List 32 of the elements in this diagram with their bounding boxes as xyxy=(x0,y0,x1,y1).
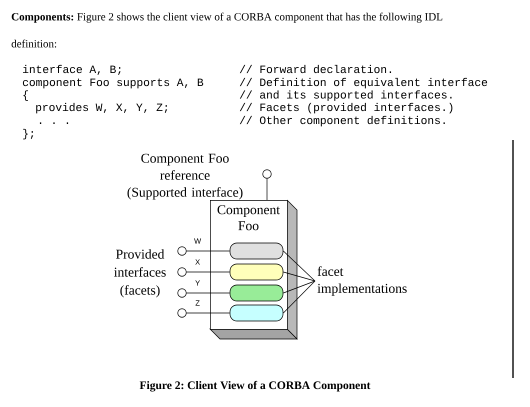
connector-line xyxy=(186,312,230,314)
code-comment: // Facets (provided interfaces.) xyxy=(240,102,452,114)
code-comment: // Other component definitions. xyxy=(240,116,445,126)
connector-line xyxy=(186,292,230,294)
figure-caption: Figure 2: Client View of a CORBA Component xyxy=(140,380,370,392)
leader-line xyxy=(283,250,316,282)
port-circle xyxy=(177,246,187,256)
code-line: provides W, X, Y, Z; xyxy=(36,102,168,114)
facet-pill xyxy=(230,242,284,260)
code-line: }; xyxy=(23,128,34,140)
port-circle xyxy=(177,267,187,277)
leader-line xyxy=(283,272,316,282)
connector-line xyxy=(266,178,268,200)
code-comment: // Forward declaration. xyxy=(240,64,392,74)
callout-label: facet implementations xyxy=(317,266,407,296)
callout-label: Component Foo reference (Supported interface) xyxy=(128,154,243,200)
port-circle xyxy=(177,308,187,318)
facet-pill xyxy=(230,284,284,302)
leader-line xyxy=(283,280,316,294)
code-comment: // and its supported interfaces. xyxy=(240,90,452,101)
code-comment: // Definition of equivalent interface xyxy=(240,78,488,88)
port-circle xyxy=(177,288,187,298)
code-line: interface A, B; xyxy=(22,64,121,75)
facet-pill xyxy=(230,304,284,322)
leader-line xyxy=(283,280,316,314)
connector-line xyxy=(186,250,230,252)
facet-pill xyxy=(230,264,284,280)
callout-label: Provided interfaces (facets) xyxy=(114,249,166,298)
code-line: { xyxy=(23,90,28,101)
paragraph-text: Components: Figure 2 shows the client view of a CORBA component that has the following IDL definition: xyxy=(12,12,442,48)
code-line: component Foo supports A, B xyxy=(22,78,204,88)
code-line: . . . xyxy=(40,122,68,124)
